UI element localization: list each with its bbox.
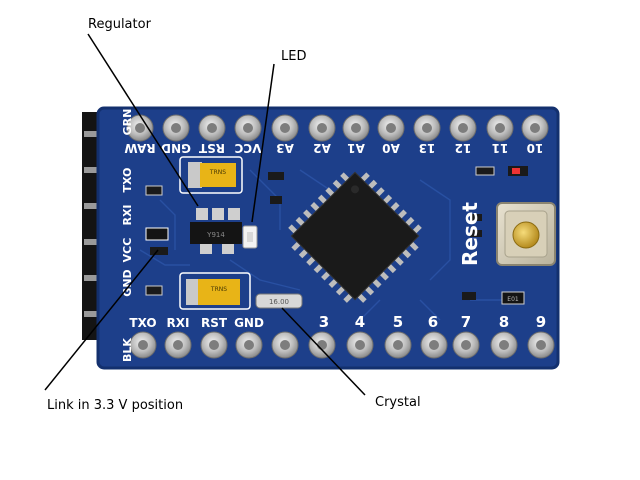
led-pointer [251,63,275,223]
top-pin-pad [521,114,549,142]
bottom-pin-label: 4 [355,313,365,331]
voltage-regulator: Y914 [190,208,242,254]
bottom-pin-label: RXI [167,316,190,330]
top-pin-label: 10 [527,141,544,155]
bottom-pin-pad [452,331,480,359]
crystal-pointer [281,307,366,396]
capacitor-bottom: TRNS [179,272,251,310]
bottom-pin-pad [164,331,192,359]
smd-marking: E01 [507,296,519,303]
top-pin-label: A3 [276,141,294,155]
link-callout: Link in 3.3 V position [47,398,184,413]
bottom-pin-label: RST [201,316,228,330]
bottom-pin-pad [420,331,448,359]
bottom-pin-pad [490,331,518,359]
top-pin-pad [486,114,514,142]
bottom-pin-pad [384,331,412,359]
bottom-pin-pad [235,331,263,359]
microcontroller [288,171,422,303]
top-pin-labels: RAW GND RST VCC A3 A2 A1 A0 13 12 11 10 [124,141,543,155]
bottom-pin-label: 7 [461,313,471,331]
bottom-pin-label: GND [234,316,264,330]
led-callout: LED [281,49,307,64]
top-pin-pad [308,114,336,142]
header-pin-label: RXI [121,204,134,225]
bottom-pin-labels: TXO RXI RST GND 3 4 5 6 7 8 9 [129,313,546,331]
header-pin-label: GRN [121,109,134,136]
capacitor-marking-bottom: TRNS [210,286,227,293]
bottom-pin-label: TXO [129,316,156,330]
top-pin-pad [377,114,405,142]
top-pin-label: RST [198,141,225,155]
bottom-pin-pad [200,331,228,359]
bottom-pin-row [129,331,555,359]
regulator-marking: Y914 [206,231,225,239]
reset-label: Reset [458,202,482,266]
bottom-pin-pad [527,331,555,359]
capacitor-top: TRNS [179,156,243,194]
crystal-callout: Crystal [375,395,421,410]
header-pin-labels: GRN TXO RXI VCC GND BLK [121,109,134,362]
status-led [508,166,528,176]
top-pin-row [126,114,549,142]
bottom-pin-label: 8 [499,313,509,331]
header-pin-label: VCC [121,238,134,263]
top-pin-pad [126,114,154,142]
top-pin-pad [271,114,299,142]
callout-lines [44,33,366,396]
top-pin-label: A1 [347,141,365,155]
top-pin-pad [413,114,441,142]
top-pin-label: 12 [455,141,472,155]
regulator-callout: Regulator [88,17,151,32]
bottom-pin-pad [271,331,299,359]
top-pin-pad [162,114,190,142]
header-pin-label: GND [121,269,134,296]
top-pin-label: A0 [382,141,400,155]
top-pin-label: A2 [313,141,331,155]
regulator-pointer [87,33,199,207]
bottom-pin-label: 3 [319,313,329,331]
bottom-pin-pad [308,331,336,359]
power-led [242,225,258,249]
top-pin-label: 11 [492,141,509,155]
crystal-oscillator: 16.00 [255,293,303,309]
header-pin-label: TXO [121,168,134,193]
capacitor-marking-top: TRNS [209,169,226,176]
top-pin-pad [198,114,226,142]
top-pin-pad [449,114,477,142]
bottom-pin-label: 6 [428,313,438,331]
crystal-marking: 16.00 [269,298,289,306]
reset-button: Reset [458,202,556,266]
bottom-pin-label: 5 [393,313,403,331]
header-pin-label: BLK [121,338,134,362]
top-pin-label: VCC [234,141,261,155]
top-pin-pad [342,114,370,142]
top-pin-label: 13 [419,141,436,155]
link-pointer [44,249,159,391]
bottom-pin-pad [346,331,374,359]
bottom-pin-label: 9 [536,313,546,331]
top-pin-pad [234,114,262,142]
smd-passives: E01 [145,166,525,305]
bottom-pin-pad [129,331,157,359]
top-pin-label: RAW [124,141,155,155]
top-pin-label: GND [161,141,191,155]
